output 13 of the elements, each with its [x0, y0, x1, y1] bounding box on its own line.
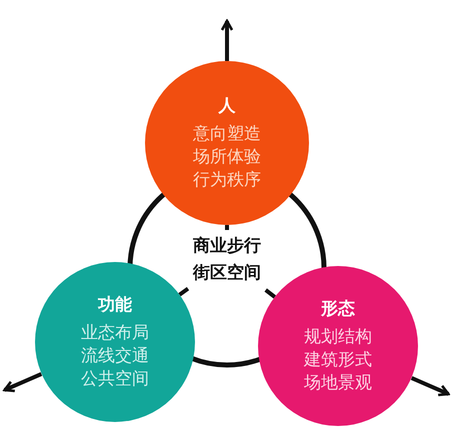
circle-text: 规划结构建筑形式场地景观 [302, 326, 373, 394]
center-label: 商业步行街区空间 [192, 235, 262, 285]
circle-text: 业态布局流线交通公共空间 [80, 322, 150, 390]
circle-title: 形态 [321, 298, 355, 320]
circle-title: 功能 [98, 294, 132, 316]
arrow [220, 20, 234, 61]
arrow [3, 372, 42, 392]
circle-text: 意向塑造场所体验行为秩序 [192, 122, 262, 192]
circle-title: 人 [218, 94, 236, 116]
connector-line [264, 288, 276, 299]
arrow [410, 376, 450, 396]
connector-line [178, 286, 190, 296]
connector-line [225, 225, 229, 230]
